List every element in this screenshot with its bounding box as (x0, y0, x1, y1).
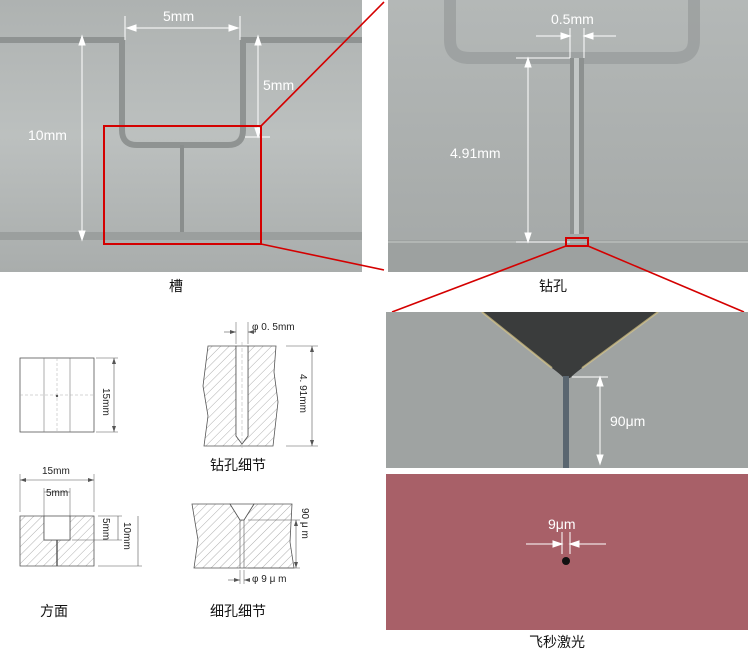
drill-length-label: 4. 91mm (297, 374, 308, 413)
drill-tip-cone (482, 312, 658, 378)
dim-slot-width-label: 5mm (163, 8, 194, 24)
section-height-label: 10mm (121, 522, 132, 550)
section-view (19, 474, 142, 567)
dim-laser-diameter (526, 532, 606, 554)
callout-box-slot (103, 125, 262, 245)
drill-detail (202, 322, 318, 448)
dim-slot-width (124, 16, 241, 40)
micro-photo-graphic: 90μm (386, 312, 748, 468)
micro-photo: 90μm (386, 312, 748, 468)
dim-drill-diameter (536, 28, 616, 58)
slot-photo-graphic: 5mm 5mm 10mm (0, 0, 362, 272)
technical-drawings: 15mm 15mm 5mm 5mm 10mm 方面 (19, 322, 318, 620)
callout-box-tip (565, 237, 589, 247)
slot-caption: 槽 (169, 279, 183, 295)
laser-photo: 9μm (386, 474, 748, 630)
dim-drill-diameter-label: 0.5mm (551, 11, 594, 27)
dim-block-height (78, 34, 86, 242)
plan-view (19, 357, 118, 433)
fine-hole-detail (191, 503, 300, 584)
dim-drill-length (516, 56, 570, 244)
section-slot-depth-label: 5mm (100, 518, 111, 540)
fine-depth-label: 90 μ m (299, 508, 310, 539)
dim-block-height-label: 10mm (28, 127, 67, 143)
laser-photo-graphic: 9μm (386, 474, 748, 630)
fine-hole (563, 376, 569, 468)
section-width-label: 15mm (42, 466, 70, 477)
laser-hole-dot (562, 557, 570, 565)
dim-laser-diameter-label: 9μm (548, 516, 576, 532)
drill-diameter-label: φ 0. 5mm (252, 322, 295, 333)
drill-photo: 0.5mm 4.91mm (388, 0, 748, 272)
fine-diameter-label: φ 9 μ m (252, 574, 286, 585)
dim-slot-depth (245, 34, 270, 139)
drill-detail-caption: 钻孔细节 (210, 458, 266, 474)
fine-detail-caption: 细孔细节 (210, 604, 266, 620)
drill-photo-graphic: 0.5mm 4.91mm (388, 0, 748, 272)
plan-caption: 方面 (40, 604, 68, 620)
dim-drill-length-label: 4.91mm (450, 145, 501, 161)
dim-fine-depth (572, 375, 608, 466)
dim-fine-depth-label: 90μm (610, 413, 645, 429)
laser-caption: 飞秒激光 (529, 635, 585, 651)
plan-height-label: 15mm (100, 388, 111, 416)
drill-caption: 钻孔 (539, 279, 567, 295)
section-slot-width-label: 5mm (46, 488, 68, 499)
dim-slot-depth-label: 5mm (263, 77, 294, 93)
slot-photo: 5mm 5mm 10mm (0, 0, 362, 272)
